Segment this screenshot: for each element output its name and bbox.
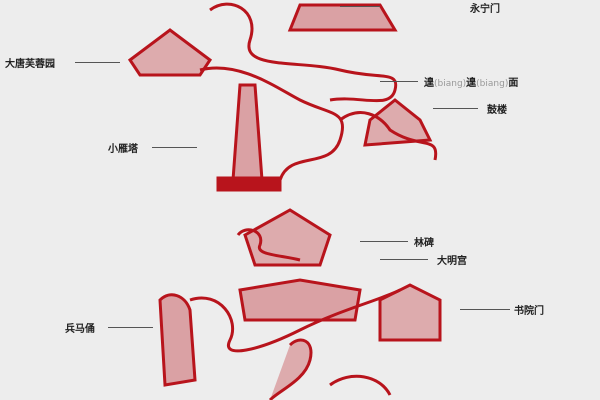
pagoda-base-cut: [216, 176, 282, 192]
cloud-bottom: [329, 374, 392, 396]
daming-palace-cut: [238, 278, 362, 322]
flame-cut: [268, 338, 313, 400]
drum-tower-cut: [363, 98, 433, 147]
biang-pinyin: (biang): [476, 79, 509, 89]
leader-line: [460, 309, 510, 310]
label-yongning-gate: 永宁门: [470, 4, 500, 15]
swirl-cloud-upper: [209, 2, 398, 103]
leader-line: [360, 241, 408, 242]
biang-char: 遑: [424, 78, 434, 89]
yongning-gate-cut: [287, 3, 398, 32]
cloud-right: [339, 111, 438, 161]
label-drum-tower: 鼓楼: [487, 105, 507, 116]
leader-line: [108, 327, 153, 328]
swirl-lower: [189, 288, 401, 353]
label-daming-palace: 大明宫: [437, 256, 467, 267]
terracotta-warrior-cut: [158, 293, 197, 387]
cloud-lower-left: [236, 228, 301, 262]
label-tang-paradise: 大唐芙蓉园: [5, 59, 55, 70]
label-small-goose-pagoda: 小雁塔: [108, 144, 138, 155]
tang-paradise-cut: [127, 28, 213, 77]
leader-line: [433, 108, 478, 109]
leader-line: [75, 62, 120, 63]
label-shuyuan-gate: 书院门: [514, 306, 544, 317]
leader-line: [340, 6, 380, 7]
noodle-char: 面: [508, 78, 519, 89]
leader-line: [152, 147, 197, 148]
biang-char: 遑: [466, 78, 477, 89]
biang-pinyin: (biang): [434, 79, 467, 89]
leader-line: [380, 259, 428, 260]
shuyuan-gate-cut: [378, 283, 442, 342]
leader-line: [380, 81, 418, 82]
branch-cut: [199, 66, 345, 181]
label-stele-forest: 林碑: [414, 238, 434, 249]
label-terracotta-warriors: 兵马俑: [65, 324, 95, 335]
label-biang-noodle: 遑(biang)遑(biang)面: [424, 74, 518, 89]
stele-forest-cut: [243, 208, 332, 267]
small-goose-pagoda-cut: [231, 83, 264, 182]
